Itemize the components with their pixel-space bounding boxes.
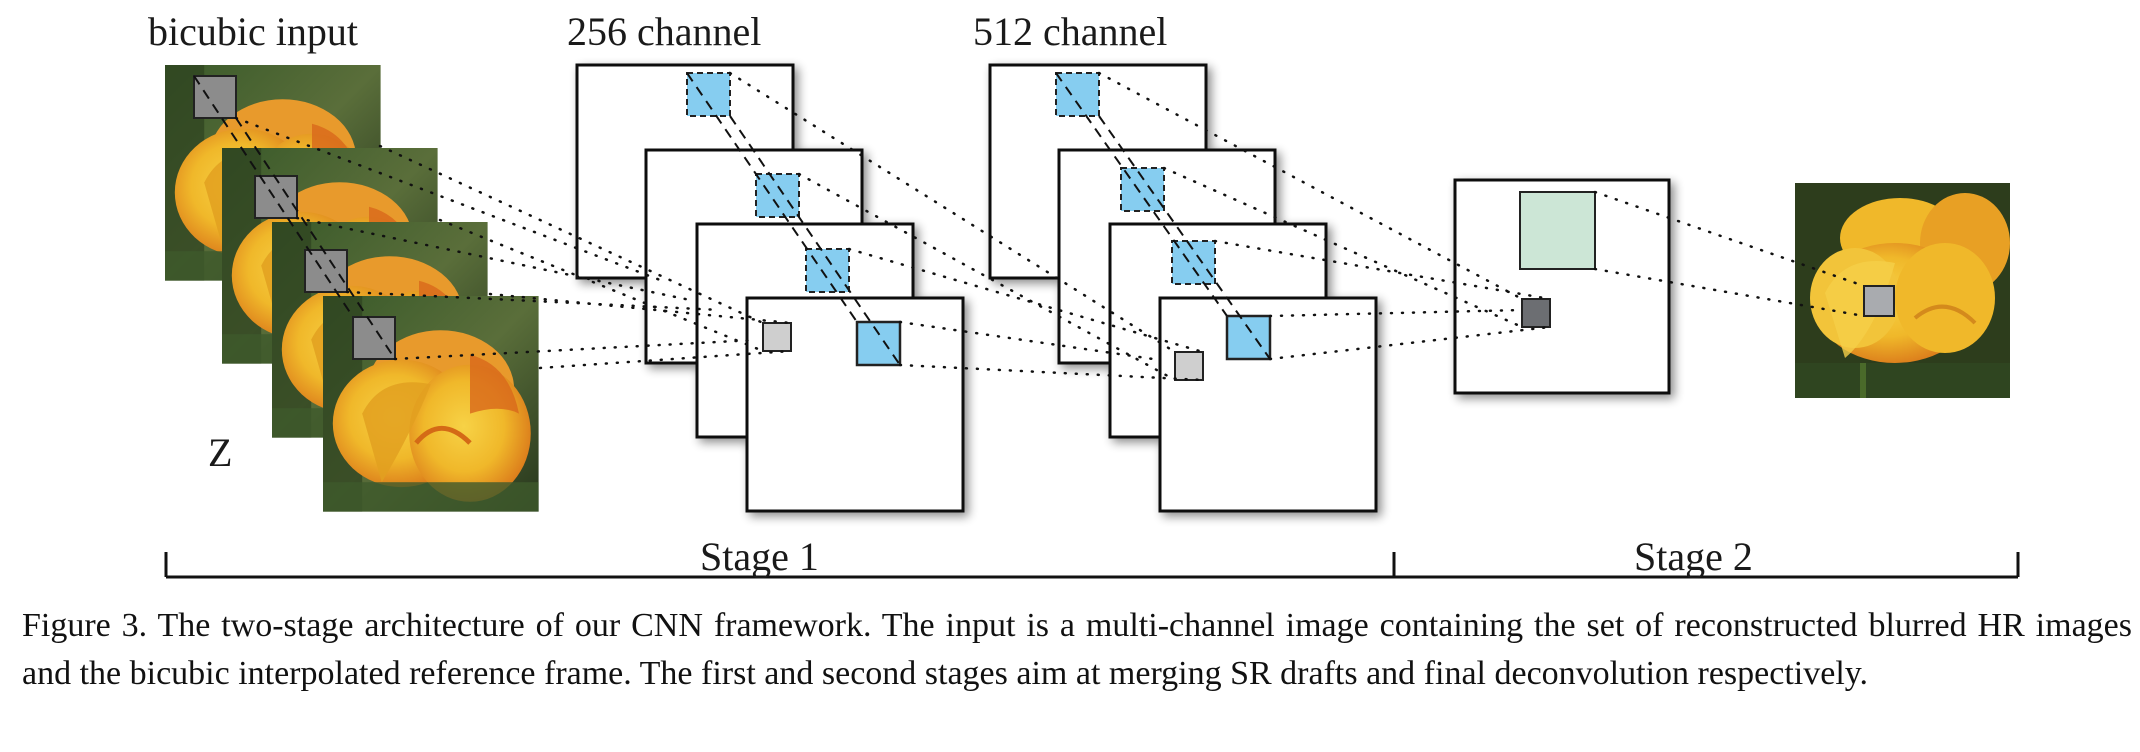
- input-patch: [304, 249, 348, 293]
- z-label: Z: [208, 430, 232, 475]
- input-patch: [352, 316, 396, 360]
- output-patch: [1863, 285, 1895, 317]
- patches-256: [686, 72, 902, 367]
- figure-caption: Figure 3. The two-stage architecture of …: [22, 607, 2132, 692]
- channel-256-label: 256 channel: [567, 9, 761, 54]
- stage-brackets: [164, 552, 2020, 579]
- stage2-patch-large: [1519, 191, 1596, 270]
- stage1-label: Stage 1: [700, 534, 819, 579]
- input-patch: [193, 75, 237, 119]
- stage2-patch-small: [1521, 298, 1551, 328]
- channel-512-label: 512 channel: [973, 9, 1167, 54]
- patches-512: [1055, 72, 1272, 381]
- architecture-figure: bicubic input 256 channel 512 channel Z: [148, 9, 2020, 579]
- input-stack: [165, 65, 539, 512]
- stage2-label: Stage 2: [1634, 534, 1753, 579]
- input-patch: [254, 175, 298, 219]
- input-label: bicubic input: [148, 9, 358, 54]
- connection-lines: [234, 71, 1866, 382]
- output-image: [1795, 183, 2010, 398]
- stack-256: [575, 63, 965, 513]
- stack-512: [988, 63, 1378, 513]
